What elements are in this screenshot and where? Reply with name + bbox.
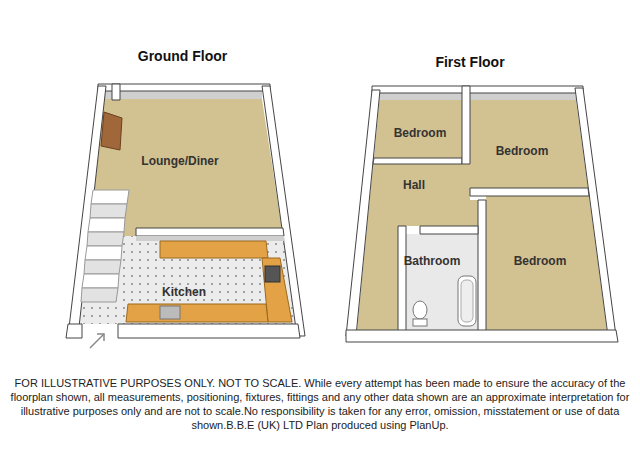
stair-step [88, 218, 125, 232]
bedroom-floor [486, 196, 607, 330]
stair-step [84, 260, 121, 274]
room-name: Bedroom [394, 126, 447, 140]
wall-face [104, 91, 262, 99]
wall [262, 86, 305, 336]
bedroom-floor [374, 93, 462, 158]
wall [470, 188, 589, 196]
room-label-box: Bedroom [492, 139, 553, 157]
wall [398, 226, 406, 338]
bath-inner [461, 280, 473, 322]
room-name: Bedroom [496, 144, 549, 158]
sink [160, 306, 180, 319]
room-label-box: Kitchen [158, 280, 211, 298]
wall [346, 90, 380, 336]
room-name: Hall [403, 178, 425, 192]
entrance-arrow [97, 334, 104, 341]
hall-floor [357, 164, 478, 330]
stair-step [87, 232, 124, 246]
wall [136, 228, 284, 236]
kitchen-counter [126, 304, 268, 322]
stair-step [81, 288, 118, 302]
wall [112, 84, 120, 100]
entrance-arrow [90, 334, 104, 348]
wall [575, 88, 616, 336]
room-name: Kitchen [162, 285, 206, 299]
floor-plan-area: Ground FloorLounge/DinerKitchen [55, 48, 310, 345]
stair-step [90, 204, 127, 218]
wall [420, 226, 478, 234]
hob [265, 266, 280, 282]
toilet [413, 301, 427, 319]
wall [478, 200, 486, 338]
room-label-box: Bedroom [510, 249, 571, 267]
kitchen-counter [160, 241, 268, 258]
room-label-box: Lounge/Diner [137, 149, 223, 167]
wall [118, 324, 300, 338]
room-label-box: Hall [399, 173, 430, 191]
kitchen-floor [78, 236, 295, 324]
bathroom-floor [406, 234, 478, 330]
bath [458, 276, 476, 326]
room-label-box: Bathroom [400, 249, 465, 267]
room-name: Bathroom [404, 254, 461, 268]
room-name: Bedroom [514, 254, 567, 268]
wall [372, 86, 583, 93]
wall [66, 324, 82, 338]
disclaimer-note: FOR ILLUSTRATIVE PURPOSES ONLY. NOT TO S… [10, 376, 630, 432]
wall [346, 330, 618, 342]
toilet-cistern [413, 319, 427, 326]
lounge-floor [88, 99, 283, 236]
room-name: Lounge/Diner [141, 154, 218, 168]
stair-step [85, 246, 122, 260]
room-label-box: Bedroom [390, 121, 451, 139]
door [101, 112, 122, 150]
wall-face [136, 236, 285, 241]
wall-face [380, 93, 575, 100]
floor-plan-area: First FloorBedroomBedroomHallBathroomBed… [330, 54, 610, 345]
wall [98, 84, 270, 91]
floor-heading: First Floor [330, 54, 610, 70]
stair-step [82, 274, 119, 288]
bedroom-floor [470, 93, 588, 188]
floor-heading: Ground Floor [55, 48, 310, 64]
stair-step [91, 190, 129, 204]
wall [462, 86, 470, 164]
wall [373, 158, 462, 164]
